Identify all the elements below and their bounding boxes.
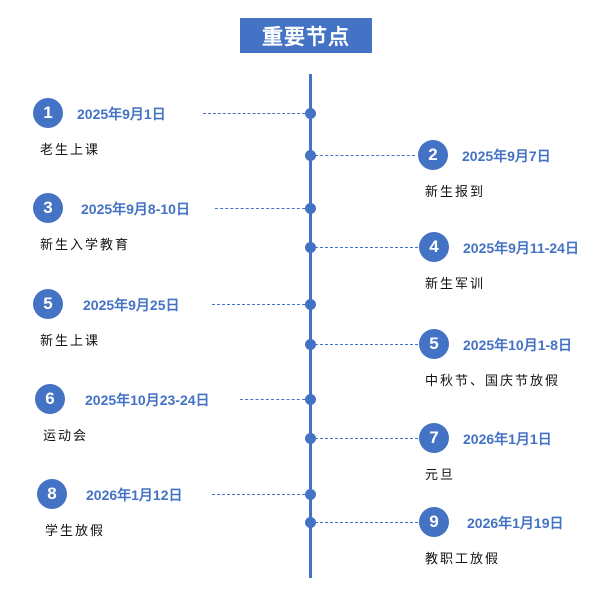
- event-label: 运动会: [43, 429, 89, 444]
- connector-line: [315, 438, 418, 439]
- event-label: 中秋节、国庆节放假: [425, 374, 561, 389]
- event-date: 2025年9月7日: [462, 148, 551, 164]
- connector-line: [212, 494, 305, 495]
- timeline-node: [305, 489, 316, 500]
- event-label: 老生上课: [40, 143, 101, 158]
- event-date: 2026年1月1日: [463, 431, 552, 447]
- event-number-badge: 4: [419, 232, 449, 262]
- event-label: 新生军训: [425, 277, 486, 292]
- page-title: 重要节点: [240, 18, 372, 53]
- timeline-node: [305, 108, 316, 119]
- event-date: 2026年1月19日: [467, 515, 564, 531]
- timeline-node: [305, 517, 316, 528]
- event-number-badge: 2: [418, 140, 448, 170]
- event-label: 新生报到: [425, 185, 486, 200]
- event-date: 2025年10月23-24日: [85, 392, 210, 408]
- event-label: 新生上课: [40, 334, 101, 349]
- event-number-badge: 5: [419, 329, 449, 359]
- timeline-node: [305, 242, 316, 253]
- timeline-node: [305, 203, 316, 214]
- event-number-badge: 5: [33, 289, 63, 319]
- timeline-node: [305, 394, 316, 405]
- event-label: 新生入学教育: [40, 238, 131, 253]
- event-date: 2025年9月1日: [77, 106, 166, 122]
- timeline-node: [305, 339, 316, 350]
- connector-line: [315, 522, 418, 523]
- connector-line: [215, 208, 305, 209]
- event-date: 2026年1月12日: [86, 487, 183, 503]
- event-date: 2025年9月25日: [83, 297, 180, 313]
- connector-line: [203, 113, 305, 114]
- timeline-node: [305, 299, 316, 310]
- connector-line: [212, 304, 305, 305]
- event-number-badge: 9: [419, 507, 449, 537]
- event-number-badge: 1: [33, 98, 63, 128]
- connector-line: [315, 247, 418, 248]
- event-number-badge: 8: [37, 479, 67, 509]
- event-number-badge: 6: [35, 384, 65, 414]
- event-label: 元旦: [425, 468, 456, 483]
- event-date: 2025年10月1-8日: [463, 337, 572, 353]
- timeline-node: [305, 433, 316, 444]
- event-date: 2025年9月8-10日: [81, 201, 190, 217]
- event-number-badge: 3: [33, 193, 63, 223]
- timeline-axis: [309, 74, 312, 578]
- event-label: 学生放假: [45, 524, 106, 539]
- timeline-node: [305, 150, 316, 161]
- event-date: 2025年9月11-24日: [463, 240, 579, 256]
- event-number-badge: 7: [419, 423, 449, 453]
- event-label: 教职工放假: [425, 552, 501, 567]
- connector-line: [315, 155, 415, 156]
- connector-line: [240, 399, 305, 400]
- connector-line: [315, 344, 418, 345]
